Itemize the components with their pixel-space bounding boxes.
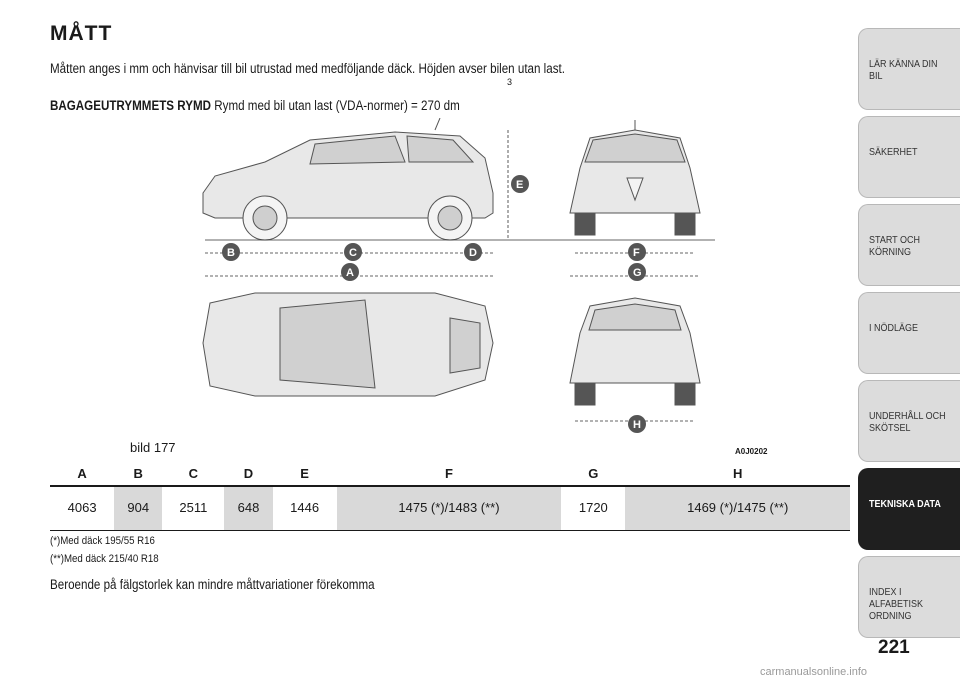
- svg-text:F: F: [633, 247, 640, 259]
- cargo-volume-line: BAGAGEUTRYMMETS RYMD Rymd med bil utan l…: [50, 98, 460, 113]
- tab-index-i-alfabetisk-ordning[interactable]: INDEX I ALFABETISK ORDNING: [858, 556, 960, 638]
- tab-label: LÄR KÄNNA DIN BIL: [869, 59, 938, 82]
- dimension-label-c: C: [344, 243, 362, 261]
- table-header-row: A B C D E F G H: [50, 461, 850, 487]
- figure-caption: bild 177: [130, 440, 176, 455]
- dimension-label-h: H: [628, 415, 646, 433]
- table-row: 4063 904 2511 648 1446 1475 (*)/1483 (**…: [50, 486, 850, 531]
- table-header: C: [162, 461, 225, 487]
- svg-text:A: A: [346, 267, 354, 279]
- table-cell: 4063: [50, 486, 115, 531]
- tab-sakerhet[interactable]: SÄKERHET: [858, 116, 960, 198]
- table-header: H: [625, 461, 850, 487]
- table-cell: 904: [114, 486, 163, 531]
- tab-lar-kanna-din-bil[interactable]: LÄR KÄNNA DIN BIL: [858, 28, 960, 110]
- figure-code: A0J0202: [735, 447, 768, 456]
- watermark: carmanualsonline.info: [760, 666, 868, 678]
- dimension-label-f: F: [628, 243, 646, 261]
- footnote-tire-16: (*)Med däck 195/55 R16: [50, 535, 155, 547]
- cargo-volume-label: BAGAGEUTRYMMETS RYMD: [50, 98, 212, 113]
- dimension-label-e: E: [511, 175, 529, 193]
- svg-text:H: H: [633, 419, 641, 431]
- table-cell: 1469 (*)/1475 (**): [625, 486, 850, 531]
- svg-text:D: D: [469, 247, 477, 259]
- table-cell: 648: [224, 486, 273, 531]
- table-header: G: [561, 461, 626, 487]
- rim-size-note: Beroende på fälgstorlek kan mindre måttv…: [50, 577, 375, 592]
- table-cell: 1720: [561, 486, 626, 531]
- table-header: A: [50, 461, 115, 487]
- tab-label: INDEX I ALFABETISK ORDNING: [869, 587, 924, 622]
- tab-label: UNDERHÅLL OCH SKÖTSEL: [869, 411, 946, 434]
- tab-label: TEKNISKA DATA: [869, 499, 941, 510]
- car-rear-view: [569, 297, 701, 406]
- table-header: B: [114, 461, 163, 487]
- page-number: 221: [878, 637, 910, 658]
- dimensions-table: A B C D E F G H 4063 904 2511 648 1446 1…: [50, 461, 850, 531]
- car-front-view: [569, 120, 701, 236]
- footnote-tire-18: (**)Med däck 215/40 R18: [50, 553, 159, 565]
- tab-label: I NÖDLÄGE: [869, 323, 919, 334]
- tab-start-och-korning[interactable]: START OCH KÖRNING: [858, 204, 960, 286]
- table-cell: 1475 (*)/1483 (**): [336, 486, 562, 531]
- table-header: F: [336, 461, 562, 487]
- table-header: D: [224, 461, 273, 487]
- tab-i-nodlage[interactable]: I NÖDLÄGE: [858, 292, 960, 374]
- car-dimensions-diagram: B C D A E F G H: [202, 118, 715, 433]
- dimension-labels: B C D A E F G H: [222, 175, 646, 433]
- dimension-label-b: B: [222, 243, 240, 261]
- tab-label: START OCH KÖRNING: [869, 235, 921, 258]
- intro-text: Måtten anges i mm och hänvisar till bil …: [50, 61, 565, 76]
- dimension-label-d: D: [464, 243, 482, 261]
- page-title: MÅTT: [50, 22, 113, 45]
- dimension-label-a: A: [341, 263, 359, 281]
- table-cell: 1446: [272, 486, 337, 531]
- car-top-view: [202, 292, 494, 397]
- table-cell: 2511: [162, 486, 225, 531]
- tab-tekniska-data[interactable]: TEKNISKA DATA: [858, 468, 960, 550]
- intro-superscript: 3: [507, 77, 513, 87]
- svg-text:G: G: [633, 267, 642, 279]
- svg-text:C: C: [349, 247, 357, 259]
- car-side-view: [202, 118, 494, 241]
- dimension-label-g: G: [628, 263, 646, 281]
- tab-label: SÄKERHET: [869, 147, 918, 158]
- svg-text:B: B: [227, 247, 235, 259]
- table-header: E: [272, 461, 337, 487]
- tab-underhall-och-skotsel[interactable]: UNDERHÅLL OCH SKÖTSEL: [858, 380, 960, 462]
- cargo-volume-text: Rymd med bil utan last (VDA-normer) = 27…: [211, 98, 460, 113]
- svg-text:E: E: [516, 179, 523, 191]
